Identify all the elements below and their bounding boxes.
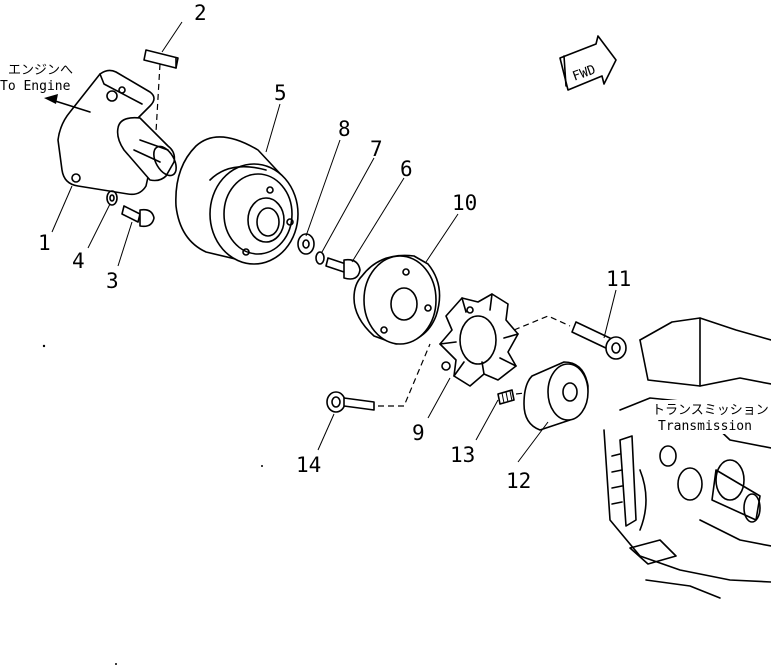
engine-callout: エンジンへ To Engine <box>0 63 73 94</box>
part-number-2: 2 <box>194 1 207 25</box>
part-13-set-screw <box>497 389 535 405</box>
part-number-6: 6 <box>400 157 413 181</box>
engine-label-en: To Engine <box>0 79 71 94</box>
part-number-3: 3 <box>106 269 119 293</box>
part-5-pulley <box>175 136 299 265</box>
part-2-key <box>143 49 179 133</box>
part-11-bolt <box>571 321 627 360</box>
part-number-14: 14 <box>296 453 321 477</box>
part-1-flange-housing <box>57 69 177 196</box>
transmission-label-jp: トランスミッション <box>652 403 769 418</box>
part-3-bolt <box>121 205 155 228</box>
part-number-4: 4 <box>72 249 85 273</box>
part-number-11: 11 <box>606 267 631 291</box>
part-10-hub <box>353 254 441 345</box>
engine-label-jp: エンジンへ <box>8 63 73 78</box>
part-number-1: 1 <box>38 231 51 255</box>
part-number-13: 13 <box>450 443 475 467</box>
leader-lines <box>51 21 617 463</box>
part-number-12: 12 <box>506 469 531 493</box>
transmission-label-en: Transmission <box>658 419 752 434</box>
part-number-10: 10 <box>452 191 477 215</box>
part-number-9: 9 <box>412 421 425 445</box>
transmission-housing <box>603 317 771 599</box>
part-number-5: 5 <box>274 81 287 105</box>
transmission-callout: トランスミッション Transmission <box>648 400 769 434</box>
part-7-washer <box>315 251 325 265</box>
part-12-collar <box>523 361 589 431</box>
to-engine-arrow <box>44 94 91 113</box>
part-14-bolt <box>326 391 375 413</box>
part-number-labels: 2 1 4 3 5 8 7 6 10 11 9 13 12 14 <box>38 1 631 493</box>
part-4-washer <box>106 190 118 206</box>
fwd-arrow-badge: FWD <box>559 35 617 91</box>
part-number-7: 7 <box>370 137 383 161</box>
part-9-coupling <box>439 293 519 387</box>
part-8-washer <box>297 233 315 255</box>
part-6-bolt <box>325 257 361 280</box>
part-number-8: 8 <box>338 117 351 141</box>
